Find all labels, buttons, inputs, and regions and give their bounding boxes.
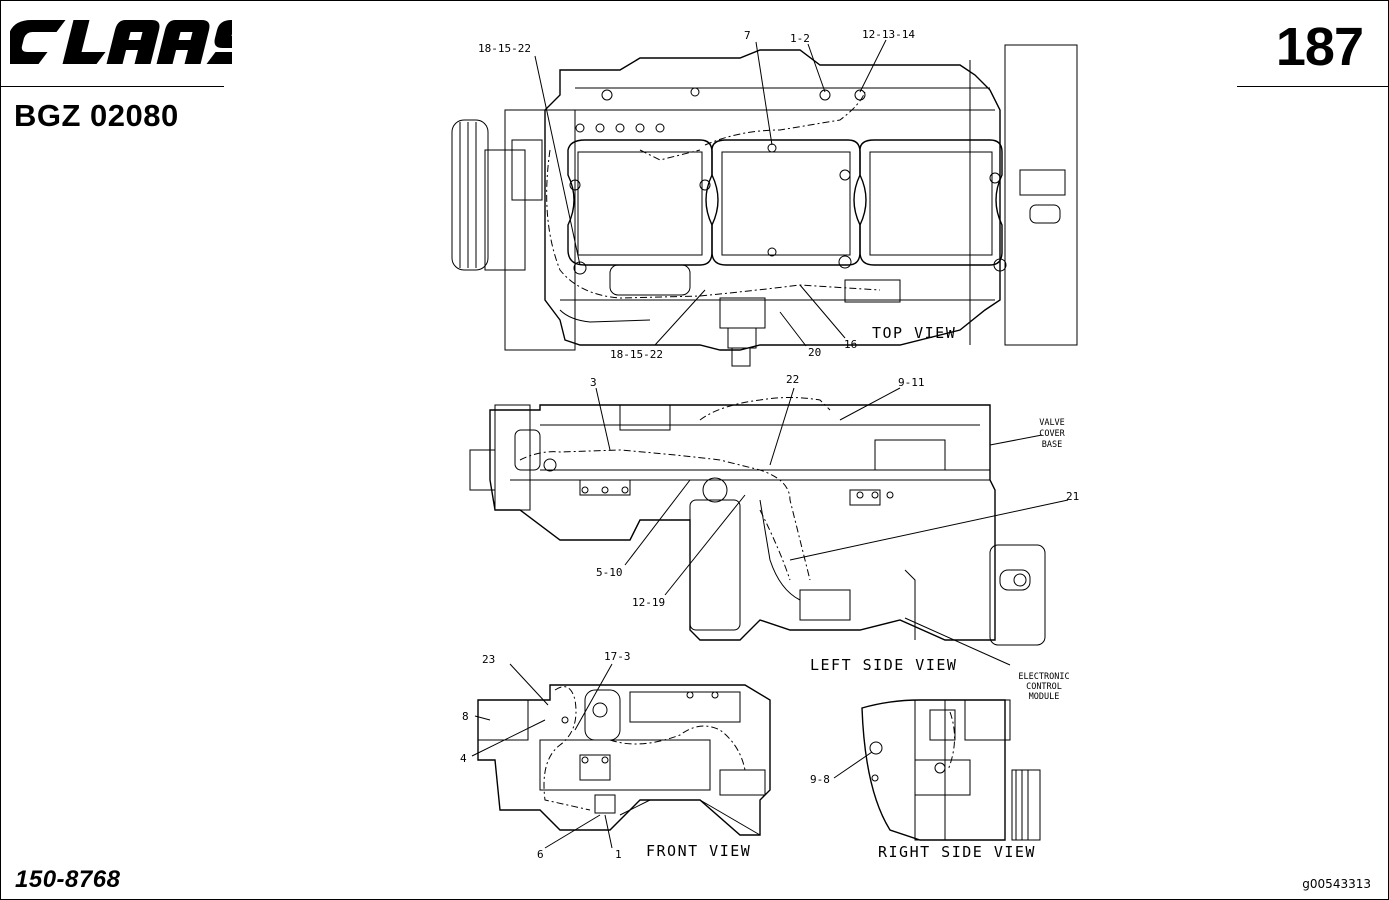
- image-id: g00543313: [1302, 877, 1371, 891]
- callout-top-18-15-22-b: 18-15-22: [610, 348, 663, 361]
- left-side-view-drawing: [469, 397, 1046, 646]
- top-view-drawing: [451, 44, 1078, 367]
- part-number: 150-8768: [15, 866, 121, 893]
- callout-front-6: 6: [537, 848, 544, 861]
- note-ecm-3: MODULE: [1029, 692, 1060, 702]
- header-rule-left: [0, 86, 224, 87]
- callout-left-3: 3: [590, 376, 597, 389]
- page-number: 187: [1275, 17, 1364, 77]
- top-view-label: TOP VIEW: [872, 324, 956, 342]
- note-valve-cover-3: BASE: [1042, 440, 1062, 450]
- claas-logo: [10, 20, 232, 64]
- callout-front-17-3: 17-3: [604, 650, 631, 663]
- callout-top-12-13-14: 12-13-14: [862, 28, 915, 41]
- callout-top-16: 16: [844, 338, 857, 351]
- right-side-view-label: RIGHT SIDE VIEW: [878, 843, 1036, 861]
- callout-top-20: 20: [808, 346, 821, 359]
- document-code: BGZ 02080: [14, 98, 179, 133]
- callout-right-9-8: 9-8: [810, 773, 830, 786]
- callout-left-9-11: 9-11: [898, 376, 925, 389]
- callout-left-12-19: 12-19: [632, 596, 665, 609]
- callout-front-4: 4: [460, 752, 467, 765]
- note-valve-cover-2: COVER: [1039, 429, 1065, 439]
- callout-top-7: 7: [744, 29, 751, 42]
- callout-front-23: 23: [482, 653, 495, 666]
- front-view-label: FRONT VIEW: [646, 842, 751, 860]
- left-side-view-label: LEFT SIDE VIEW: [810, 656, 957, 674]
- header-rule-right: [1237, 86, 1389, 87]
- callout-left-21: 21: [1066, 490, 1079, 503]
- note-ecm-1: ELECTRONIC: [1018, 672, 1069, 682]
- note-valve-cover-1: VALVE: [1039, 418, 1065, 428]
- callout-left-5-10: 5-10: [596, 566, 623, 579]
- callout-front-1: 1: [615, 848, 622, 861]
- callout-top-18-15-22-a: 18-15-22: [478, 42, 531, 55]
- callout-top-1-2: 1-2: [790, 32, 810, 45]
- front-view-drawing: [477, 684, 771, 836]
- callout-left-22: 22: [786, 373, 799, 386]
- right-side-view-drawing: [861, 699, 1041, 841]
- callout-front-8: 8: [462, 710, 469, 723]
- note-ecm-2: CONTROL: [1026, 682, 1062, 692]
